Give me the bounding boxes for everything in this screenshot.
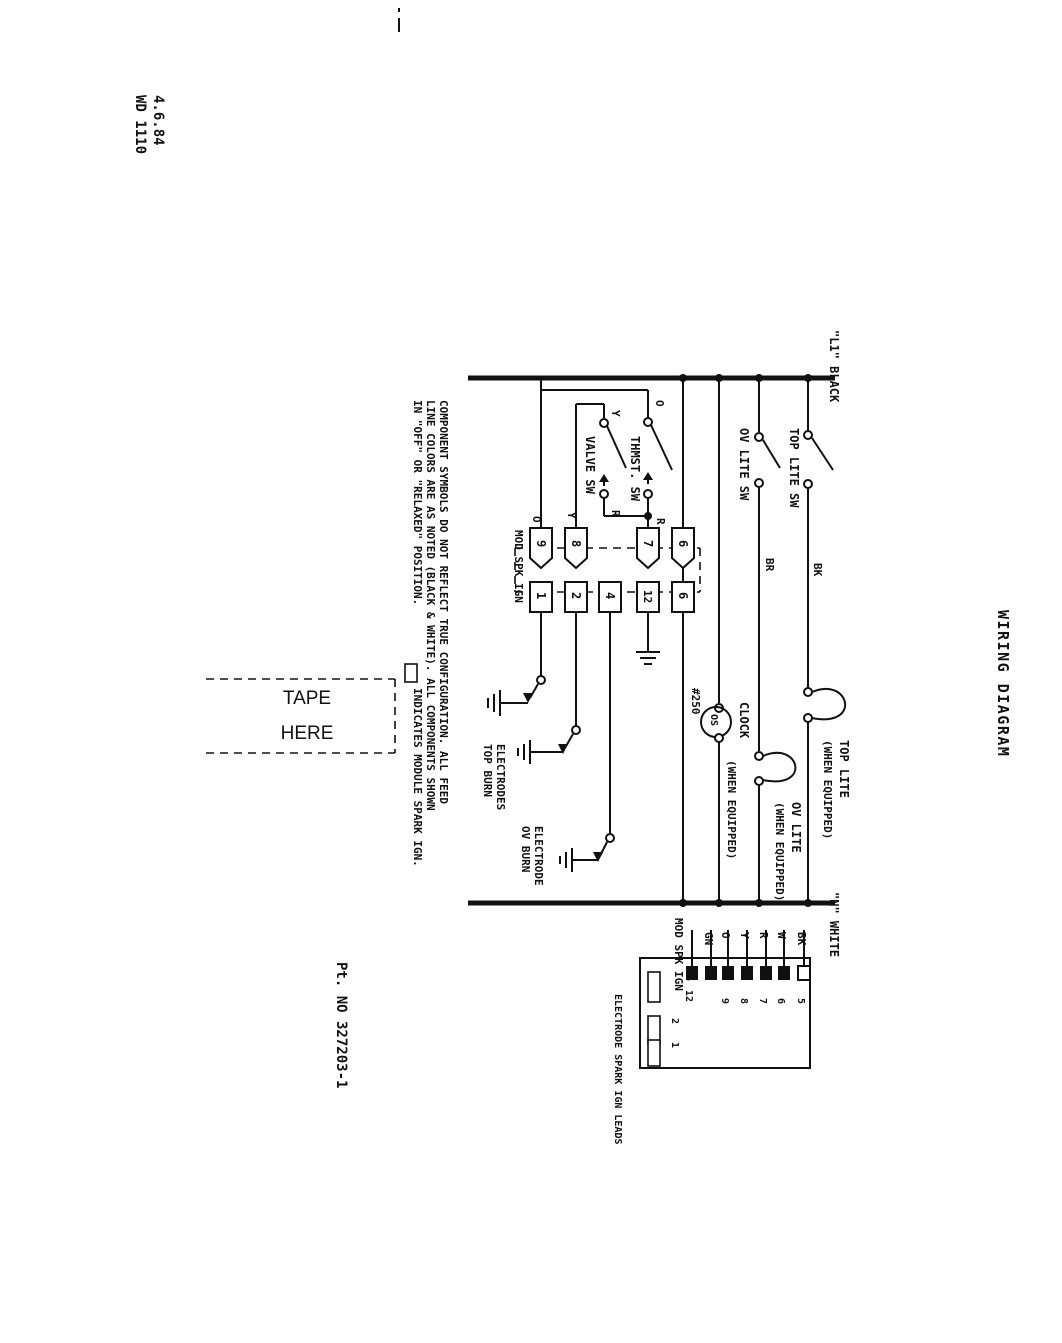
- valve-label: VALVE SW: [583, 436, 597, 495]
- svg-text:6: 6: [676, 540, 690, 547]
- module-indicator-icon: [404, 663, 418, 683]
- header-date: 4.6.84: [150, 95, 166, 146]
- valve-wire-r: R: [609, 510, 622, 517]
- thmst-wire-r: R: [654, 518, 667, 525]
- electrodes-top-line1: ELECTRODES: [494, 744, 507, 810]
- module-pin-8: 8: [564, 527, 588, 570]
- module-pin-9: 9: [529, 527, 553, 570]
- thermostat-switch: THMST. SW O R: [540, 378, 673, 528]
- mod-spk-ign-module: MOD SPK IGN 9 8 7 6 1 2 4: [512, 512, 701, 613]
- thmst-wire-o: O: [653, 400, 666, 407]
- clock-circuit: OS CLOCK (WHEN EQUIPPED) #250: [689, 378, 751, 903]
- svg-text:4: 4: [603, 592, 617, 599]
- svg-text:2: 2: [569, 592, 583, 599]
- conn-pin-4: 4: [683, 975, 694, 981]
- conn-pin-7: 7: [757, 998, 768, 1004]
- module-pin-6-in: 6: [671, 527, 695, 570]
- conn-pin-1: 1: [669, 1042, 680, 1048]
- part-number: Pt. NO 327203-1: [333, 962, 349, 1088]
- top-lite-note: (WHEN EQUIPPED): [821, 740, 834, 839]
- note-indicates: INDICATES MODULE SPARK IGN.: [411, 688, 424, 867]
- conn-wire-r: R: [757, 932, 770, 939]
- tape-here-box: TAPE HERE: [206, 678, 396, 754]
- ov-lite-lamp-icon: [762, 751, 797, 783]
- connector-plug: BK W R Y O GN MOD SPK IGN 5 6 7 8 9 12 4…: [612, 918, 811, 1145]
- electrode-ov-line2: OV BURN: [519, 826, 532, 872]
- conn-wire-w: W: [775, 932, 788, 939]
- module-pin-6-out: 6: [671, 581, 695, 613]
- conn-wire-gn: GN: [702, 932, 715, 945]
- note-line3: IN "OFF" OR "RELAXED" POSITION.: [411, 400, 424, 605]
- pin9-wire-o: O: [530, 516, 543, 523]
- note-line2: LINE COLORS ARE AS NOTED (BLACK & WHITE)…: [424, 400, 437, 811]
- ov-lite-circuit: OV LITE SW BR OV LITE (WHEN EQUIPPED): [737, 378, 803, 903]
- clock-note: (WHEN EQUIPPED): [725, 760, 738, 859]
- ov-lite-label: OV LITE: [789, 802, 803, 853]
- conn-pin-2: 2: [669, 1018, 680, 1024]
- tape-label-line1: TAPE: [283, 688, 331, 709]
- conn-pin-12: 12: [683, 990, 694, 1002]
- electrode-ov-line1: ELECTRODE: [532, 826, 545, 886]
- notes: COMPONENT SYMBOLS DO NOT REFLECT TRUE CO…: [404, 400, 450, 867]
- valve-switch: VALVE SW Y R: [575, 403, 648, 528]
- top-lite-circuit: TOP LITE SW BK TOP LITE (WHEN EQUIPPED): [787, 378, 851, 903]
- conn-wire-o: O: [719, 932, 732, 939]
- module-pin-7: 7: [636, 527, 660, 570]
- svg-text:12: 12: [641, 590, 654, 603]
- valve-switch-blade: [606, 425, 627, 469]
- neutral-label: "N" WHITE: [827, 892, 841, 957]
- top-lite-switch-label: TOP LITE SW: [787, 428, 801, 508]
- conn-wire-y: Y: [738, 932, 751, 939]
- svg-text:7: 7: [641, 540, 655, 547]
- conn-wire-bk: BK: [795, 932, 808, 946]
- electrode-leads: ELECTRODES TOP BURN ELECTRODE OV BURN: [481, 612, 615, 886]
- svg-text:8: 8: [569, 540, 583, 547]
- ov-lite-wire-color: BR: [763, 558, 776, 572]
- svg-text:9: 9: [534, 540, 548, 547]
- diagram-title: WIRING DIAGRAM: [994, 610, 1012, 757]
- note-line1: COMPONENT SYMBOLS DO NOT REFLECT TRUE CO…: [437, 400, 450, 804]
- svg-text:6: 6: [676, 592, 690, 599]
- svg-text:1: 1: [534, 592, 548, 599]
- header-doc-code: WD 1110: [132, 95, 148, 154]
- ov-lite-note: (WHEN EQUIPPED): [773, 802, 786, 901]
- electrode-leads-label: ELECTRODE SPARK IGN LEADS: [612, 994, 623, 1145]
- module-pin-2: 2: [564, 581, 588, 613]
- tape-label-line2: HERE: [281, 723, 334, 744]
- valve-wire-y: Y: [609, 410, 622, 417]
- conn-pin-6: 6: [775, 998, 786, 1004]
- conn-pin-8: 8: [738, 998, 749, 1004]
- clock-symbol: OS: [708, 714, 719, 726]
- l1-label: "L1" BLACK: [827, 330, 841, 403]
- clock-label: CLOCK: [737, 702, 751, 739]
- electrodes-top-line2: TOP BURN: [481, 744, 494, 797]
- l1-junctions: [679, 374, 812, 382]
- ov-lite-switch-blade: [762, 439, 781, 469]
- top-lite-wire-color: BK: [811, 563, 824, 577]
- thmst-label: THMST. SW: [628, 436, 642, 502]
- module-pin-4: 4: [598, 581, 622, 613]
- conn-pin-9: 9: [719, 998, 730, 1004]
- module-pin-1: 1: [529, 581, 553, 613]
- clock-number: #250: [689, 688, 702, 715]
- header-code: 4.6.84 WD 1110: [132, 95, 166, 154]
- top-lite-lamp-icon: [811, 687, 847, 721]
- pin8-wire-y: Y: [565, 512, 578, 519]
- module-label: MOD SPK IGN: [512, 530, 525, 603]
- thmst-switch-blade: [650, 424, 673, 471]
- module-ground: [636, 612, 660, 665]
- conn-pin-5: 5: [795, 998, 806, 1004]
- top-lite-label: TOP LITE: [837, 740, 851, 798]
- module-pin-12: 12: [636, 581, 660, 613]
- conn-side-label: MOD SPK IGN: [672, 918, 685, 991]
- ov-lite-switch-label: OV LITE SW: [737, 428, 751, 501]
- top-lite-switch-blade: [811, 437, 834, 471]
